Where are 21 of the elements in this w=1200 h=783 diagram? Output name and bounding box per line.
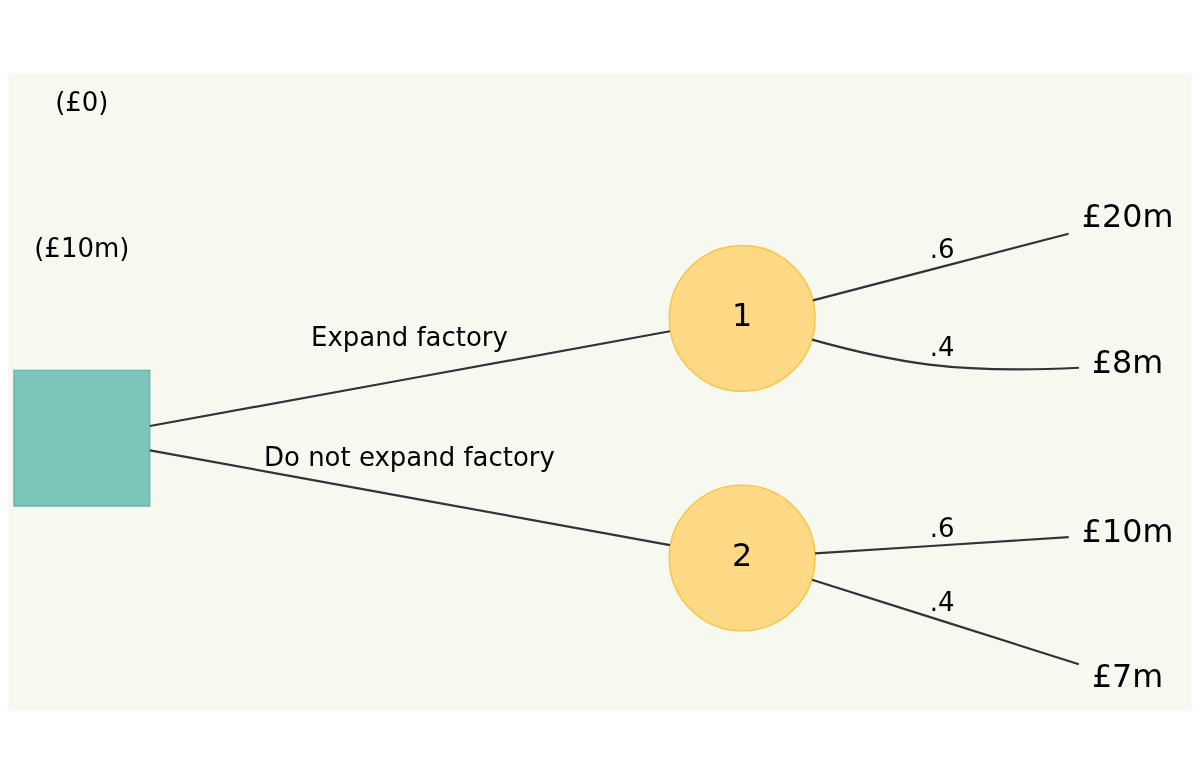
edge-label: .6	[929, 512, 955, 543]
node-text: £20m	[1081, 197, 1174, 234]
label: (£10m)	[34, 232, 130, 263]
node-circle: 2	[668, 483, 816, 632]
node-text: £7m	[1091, 657, 1164, 694]
connector	[149, 329, 671, 427]
edge-label: Do not expand factory	[264, 441, 555, 472]
edge-label: Expand factory	[311, 321, 508, 352]
node-box	[13, 369, 151, 507]
node-text: £10m	[1081, 512, 1174, 549]
edge-label: .4	[929, 586, 955, 617]
connector	[812, 232, 1069, 301]
node-circle: 1	[668, 244, 816, 392]
connector	[815, 535, 1069, 554]
connector	[149, 448, 671, 546]
connector	[811, 338, 1079, 370]
label: (£0)	[55, 86, 109, 117]
connector	[811, 578, 1080, 665]
edge-label: .4	[929, 331, 955, 362]
edge-label: .6	[929, 233, 955, 264]
node-text: £8m	[1091, 343, 1164, 380]
